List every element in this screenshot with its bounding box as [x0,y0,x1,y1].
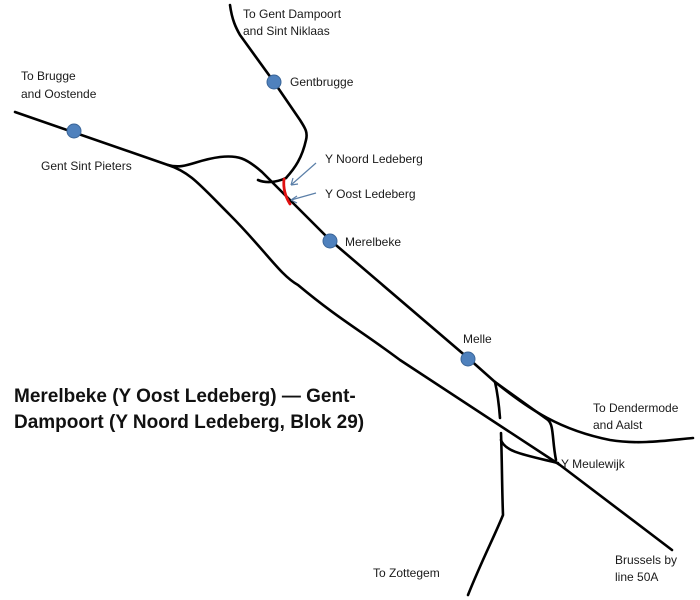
track-line-50a [166,163,674,552]
label-brugge-2: and Oostende [21,87,97,101]
arrow-oost-icon [290,192,317,204]
label-dendermonde-1: To Dendermode [593,401,679,415]
label-merelbeke: Merelbeke [345,235,402,249]
label-dendermonde-2: and Aalst [593,418,643,432]
track-noord-connection [256,176,288,184]
highlighted-section [282,177,292,206]
label-y-oost-ledeberg: Y Oost Ledeberg [325,187,416,201]
track-melle-crossover [493,380,558,462]
diagram-title-line-1: Merelbeke (Y Oost Ledeberg) — Gent- [14,386,356,407]
label-y-noord-ledeberg: Y Noord Ledeberg [325,152,423,166]
arrow-noord-icon [290,162,317,186]
label-brussels-1: Brussels by [615,553,678,567]
track-meulewijk-curve [499,438,560,465]
station-gent-sint-pieters [66,123,82,139]
label-brussels-2: line 50A [615,570,659,584]
track-melle-spur [493,380,502,420]
label-zottegem: To Zottegem [373,566,440,580]
label-y-meulewijk: Y Meulewijk [561,457,625,471]
label-gentbrugge: Gentbrugge [290,75,354,89]
station-merelbeke [322,233,338,249]
station-gentbrugge [266,74,282,90]
label-gent-dampoort-2: and Sint Niklaas [243,24,330,38]
diagram-title-line-2: Dampoort (Y Noord Ledeberg, Blok 29) [14,412,365,433]
label-brugge-1: To Brugge [21,69,76,83]
track-gent-dampoort [228,3,308,180]
label-gent-dampoort-1: To Gent Dampoort [243,7,342,21]
station-melle [460,351,476,367]
label-gent-sint-pieters: Gent Sint Pieters [41,159,132,173]
track-zottegem [466,431,505,597]
label-melle: Melle [463,332,492,346]
